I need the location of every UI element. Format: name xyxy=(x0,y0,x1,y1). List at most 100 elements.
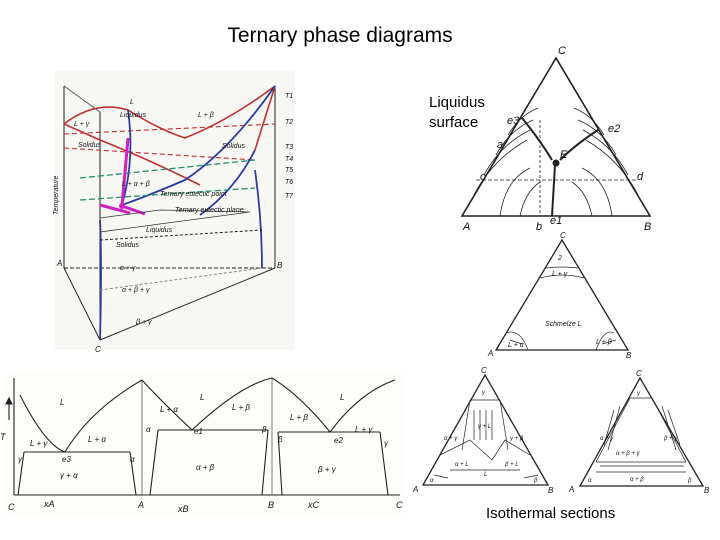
label-L-alpha-beta: L + α + β xyxy=(122,181,150,188)
proj-corner-B: B xyxy=(644,221,651,233)
sec-right-corner-C: C xyxy=(636,369,642,378)
sec-top-schmelze: Schmelze L xyxy=(545,321,582,328)
label-eutectic-point: Ternary eutectic point xyxy=(160,191,228,198)
sec-right-alpha-beta: α + β xyxy=(630,477,644,483)
bin-xlabel-C: xC xyxy=(307,500,320,510)
bin-e3: e3 xyxy=(62,455,71,464)
bin-axis-C-right: C xyxy=(396,500,403,510)
label-alpha-gamma: α + γ xyxy=(120,265,136,272)
proj-d: d xyxy=(637,171,644,183)
sec-top-L-alpha: L + α xyxy=(508,342,525,349)
sec-top-2: 2 xyxy=(557,255,562,262)
bin-L-1: L xyxy=(60,398,64,407)
bin-L-3: L xyxy=(340,393,344,402)
sec-left-corner-A: A xyxy=(412,485,418,494)
bin-axis-C-left: C xyxy=(8,502,15,512)
proj-b: b xyxy=(536,221,542,233)
proj-E: E xyxy=(560,149,568,161)
liquidus-surface-label: Liquidus surface xyxy=(429,93,485,133)
proj-e1: e1 xyxy=(550,215,562,227)
label-eutectic-plane: Ternary eutectic plane xyxy=(175,207,244,214)
bin-alpha-2: α xyxy=(146,425,151,434)
bin-L-alpha-2: L + α xyxy=(160,405,178,414)
bin-L-2: L xyxy=(200,393,204,402)
temp-T2: T2 xyxy=(285,119,293,126)
binary-diagrams: L L L L + γ L + α L + α L + β L + β L + … xyxy=(0,372,405,517)
temp-T3: T3 xyxy=(285,144,293,151)
label-L: L xyxy=(130,99,134,106)
bin-axis-B: B xyxy=(268,500,274,510)
bin-e1: e1 xyxy=(194,427,203,436)
bin-xlabel-A: xA xyxy=(43,499,55,509)
isothermal-section-top: 2 L + γ Schmelze L L + α L + β C A B xyxy=(487,231,632,360)
proj-e3: e3 xyxy=(507,115,520,127)
isothermal-section-left: γ α β α + γ γ + β α + L β + L L γ + L C … xyxy=(412,366,554,495)
isothermal-sections-label: Isothermal sections xyxy=(486,505,616,522)
sec-left-beta: β xyxy=(533,478,538,484)
sec-right-abg: α + β + γ xyxy=(616,451,641,457)
sec-right-alpha-gamma: α + γ xyxy=(600,436,614,442)
model-corner-C: C xyxy=(95,345,101,354)
bin-L-gamma-2: L + γ xyxy=(355,425,373,434)
sec-right-beta-gamma: β + γ xyxy=(663,436,678,442)
temp-T6: T6 xyxy=(285,179,293,186)
isothermal-section-right: γ α β α + γ β + γ α + β + γ α + β C A B xyxy=(568,369,710,495)
sec-top-corner-A: A xyxy=(487,349,493,358)
sec-right-corner-B: B xyxy=(704,486,710,495)
bin-L-alpha-1: L + α xyxy=(88,435,106,444)
temp-T5: T5 xyxy=(285,167,293,174)
label-solidus-1: Solidus xyxy=(78,142,101,149)
sec-left-alpha-gamma: α + γ xyxy=(444,436,458,442)
bin-L-gamma-1: L + γ xyxy=(30,439,48,448)
sec-left-gamma-beta: γ + β xyxy=(510,436,524,442)
label-L-beta: L + β xyxy=(198,112,214,119)
proj-a: a xyxy=(497,139,503,151)
sec-right-gamma: γ xyxy=(637,391,641,397)
sec-left-alpha-L: α + L xyxy=(455,462,469,468)
bin-L-beta-1: L + β xyxy=(232,403,250,412)
sec-left-corner-B: B xyxy=(548,486,554,495)
sec-left-alpha: α xyxy=(430,478,434,484)
bin-beta-1: β xyxy=(261,425,267,434)
space-model: L Liquidus L + β L + γ Solidus Solidus S… xyxy=(53,70,295,354)
label-liquidus-top: Liquidus xyxy=(120,112,147,119)
model-corner-A: A xyxy=(56,259,62,268)
model-corner-B: B xyxy=(277,261,283,270)
liquidus-projection: C A B e3 e2 e1 a b c d E xyxy=(460,45,652,233)
sec-top-corner-B: B xyxy=(626,351,632,360)
label-temperature: Temperature xyxy=(53,175,60,215)
sec-left-L: L xyxy=(484,472,487,478)
sec-left-beta-L: β + L xyxy=(504,462,519,468)
bin-ylabel-T: T xyxy=(0,432,7,442)
sec-left-gamma: γ xyxy=(482,390,486,396)
temp-T7: T7 xyxy=(285,193,294,200)
label-solidus-3: Solidus xyxy=(116,242,139,249)
page-title: Ternary phase diagrams xyxy=(227,24,453,47)
label-liquidus-low: Liquidus xyxy=(146,227,173,234)
label-abg: α + β + γ xyxy=(122,287,150,294)
sec-top-corner-C: C xyxy=(560,231,566,240)
liquidus-label-line1: Liquidus xyxy=(429,94,485,111)
label-solidus-2: Solidus xyxy=(222,143,245,150)
sec-left-corner-C: C xyxy=(481,366,487,375)
bin-alpha-beta: α + β xyxy=(196,463,215,472)
temp-T4: T4 xyxy=(285,156,293,163)
bin-axis-A: A xyxy=(137,500,144,510)
label-L-gamma: L + γ xyxy=(74,121,90,128)
proj-corner-C: C xyxy=(558,45,566,57)
label-beta-gamma: β + γ xyxy=(135,319,152,326)
bin-xlabel-B: xB xyxy=(177,504,189,514)
liquidus-label-line2: surface xyxy=(429,114,479,131)
bin-beta-2: β xyxy=(277,435,283,444)
bin-alpha-1: α xyxy=(130,455,135,464)
sec-left-gamma-L: γ + L xyxy=(478,424,491,430)
sec-top-L-beta: L + β xyxy=(596,339,612,346)
bin-L-beta-2: L + β xyxy=(290,413,308,422)
bin-gamma-1: γ xyxy=(18,455,23,464)
sec-right-alpha: α xyxy=(588,478,592,484)
bin-gamma-2: γ xyxy=(384,439,389,448)
bin-gamma-alpha: γ + α xyxy=(60,471,78,480)
bin-beta-gamma: β + γ xyxy=(317,465,337,474)
sec-right-corner-A: A xyxy=(568,485,574,494)
